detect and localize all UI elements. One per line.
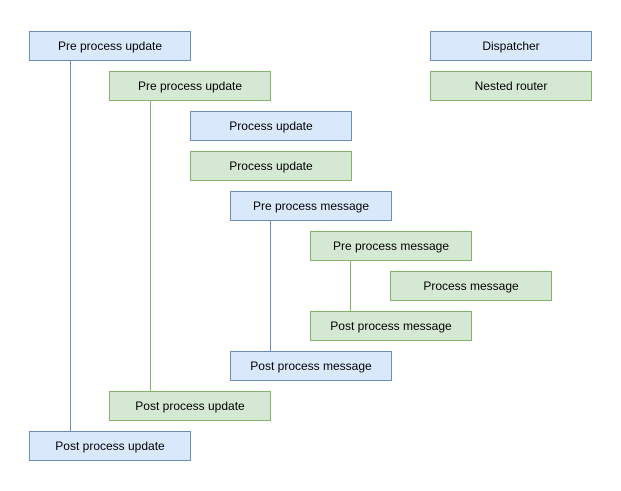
node-post-process-message-blue[interactable]: Post process message [230,351,392,381]
node-post-process-update-blue[interactable]: Post process update [29,431,191,461]
node-pre-process-update-green[interactable]: Pre process update [109,71,271,101]
node-process-message-green[interactable]: Process message [390,271,552,301]
connector-pre-update-blue-to-post-update-blue [70,61,71,431]
connector-pre-message-green-to-post-message-green [350,261,351,311]
node-pre-process-update-blue[interactable]: Pre process update [29,31,191,61]
node-process-update-green[interactable]: Process update [190,151,352,181]
legend-item-nested-router[interactable]: Nested router [430,71,592,101]
node-pre-process-message-green[interactable]: Pre process message [310,231,472,261]
node-post-process-update-green[interactable]: Post process update [109,391,271,421]
legend-item-dispatcher[interactable]: Dispatcher [430,31,592,61]
node-post-process-message-green[interactable]: Post process message [310,311,472,341]
connector-pre-message-blue-to-post-message-blue [270,221,271,351]
connector-pre-update-green-to-post-update-green [150,101,151,391]
node-process-update-blue[interactable]: Process update [190,111,352,141]
node-pre-process-message-blue[interactable]: Pre process message [230,191,392,221]
